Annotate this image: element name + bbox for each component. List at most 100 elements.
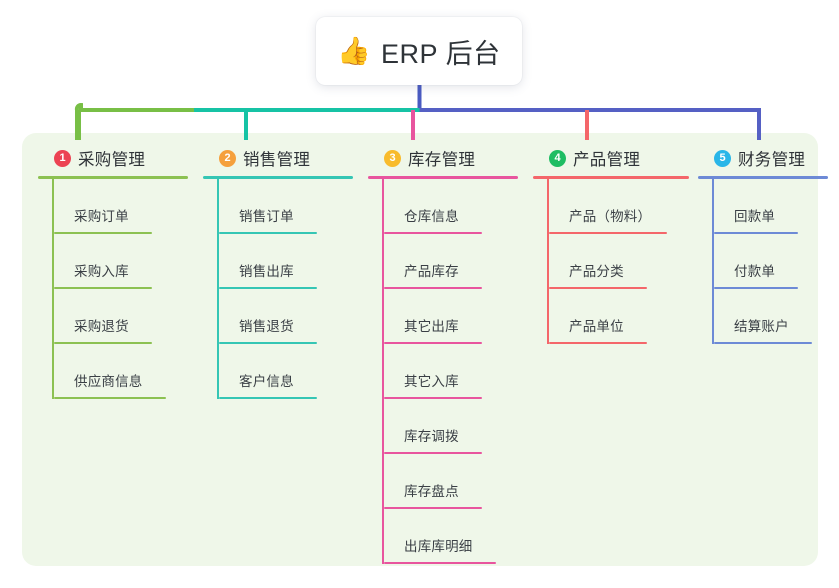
column-title-3: 库存管理 <box>408 151 476 169</box>
column-header-4[interactable]: 4 产品管理 <box>533 145 689 171</box>
column-spine-1 <box>52 179 54 399</box>
column-spine-2 <box>217 179 219 399</box>
menu-item[interactable]: 产品分类 <box>549 234 689 289</box>
column-2: 2 销售管理销售订单销售出库销售退货客户信息 <box>203 145 353 399</box>
menu-item-rule <box>54 232 152 234</box>
column-4: 4 产品管理产品（物料） 产品分类产品单位 <box>533 145 689 344</box>
menu-item[interactable]: 供应商信息 <box>54 344 188 399</box>
menu-item-label: 销售退货 <box>239 319 294 334</box>
menu-item-label: 客户信息 <box>239 374 294 389</box>
column-3: 3 库存管理仓库信息产品库存其它出库其它入库库存调拨库存盘点出库库明细 <box>368 145 518 564</box>
column-header-3[interactable]: 3 库存管理 <box>368 145 518 171</box>
column-spine-3 <box>382 179 384 564</box>
menu-item-rule <box>219 397 317 399</box>
menu-item[interactable]: 库存盘点 <box>384 454 518 509</box>
menu-item-rule <box>384 452 482 454</box>
menu-item-rule <box>219 232 317 234</box>
menu-item[interactable]: 产品（物料） <box>549 179 689 234</box>
menu-item-label: 出库库明细 <box>404 539 473 554</box>
menu-item-label: 采购订单 <box>74 209 129 224</box>
menu-item-rule <box>384 342 482 344</box>
menu-item-rule <box>549 342 647 344</box>
column-spine-5 <box>712 179 714 344</box>
menu-item[interactable]: 仓库信息 <box>384 179 518 234</box>
menu-item-label: 销售出库 <box>239 264 294 279</box>
column-header-5[interactable]: 5 财务管理 <box>698 145 828 171</box>
menu-item[interactable]: 付款单 <box>714 234 828 289</box>
menu-item[interactable]: 结算账户 <box>714 289 828 344</box>
root-title-card[interactable]: 👍 ERP 后台 <box>316 17 522 85</box>
menu-item[interactable]: 采购退货 <box>54 289 188 344</box>
menu-item-rule <box>54 287 152 289</box>
menu-item[interactable]: 出库库明细 <box>384 509 518 564</box>
menu-item-rule <box>54 342 152 344</box>
menu-item-label: 采购入库 <box>74 264 129 279</box>
menu-item-label: 仓库信息 <box>404 209 459 224</box>
column-rule-2 <box>203 176 353 179</box>
menu-item[interactable]: 销售出库 <box>219 234 353 289</box>
menu-item-rule <box>219 287 317 289</box>
menu-item[interactable]: 产品单位 <box>549 289 689 344</box>
menu-item-rule <box>384 232 482 234</box>
menu-item-rule <box>384 287 482 289</box>
page-title: ERP 后台 <box>381 38 501 69</box>
menu-item-rule <box>219 342 317 344</box>
menu-item-label: 供应商信息 <box>74 374 143 389</box>
diagram-board-background <box>22 133 818 566</box>
menu-item-label: 库存盘点 <box>404 484 459 499</box>
column-items-1: 采购订单采购入库采购退货供应商信息 <box>38 179 188 399</box>
menu-item-label: 采购退货 <box>74 319 129 334</box>
column-badge-4: 4 <box>549 149 566 167</box>
column-badge-5: 5 <box>714 149 731 167</box>
column-header-2[interactable]: 2 销售管理 <box>203 145 353 171</box>
thumbs-up-icon: 👍 <box>337 35 372 66</box>
menu-item-label: 销售订单 <box>239 209 294 224</box>
menu-item-label: 产品（物料） <box>569 209 652 224</box>
menu-item-rule <box>54 397 166 399</box>
column-rule-1 <box>38 176 188 179</box>
column-5: 5 财务管理回款单付款单结算账户 <box>698 145 828 344</box>
menu-item[interactable]: 客户信息 <box>219 344 353 399</box>
menu-item-rule <box>549 287 647 289</box>
menu-item-rule <box>549 232 667 234</box>
menu-item[interactable]: 库存调拨 <box>384 399 518 454</box>
column-badge-2: 2 <box>219 149 236 167</box>
column-title-2: 销售管理 <box>243 151 311 169</box>
column-title-5: 财务管理 <box>738 151 806 169</box>
column-title-4: 产品管理 <box>573 151 641 169</box>
column-rule-3 <box>368 176 518 179</box>
menu-item[interactable]: 回款单 <box>714 179 828 234</box>
menu-item-rule <box>714 287 798 289</box>
menu-item[interactable]: 销售退货 <box>219 289 353 344</box>
menu-item[interactable]: 产品库存 <box>384 234 518 289</box>
menu-item-label: 其它入库 <box>404 374 459 389</box>
menu-item-label: 结算账户 <box>734 319 789 334</box>
menu-item-label: 付款单 <box>734 264 776 279</box>
menu-item-rule <box>714 342 812 344</box>
column-spine-4 <box>547 179 549 344</box>
column-rule-4 <box>533 176 689 179</box>
menu-item-label: 产品库存 <box>404 264 459 279</box>
menu-item-rule <box>384 397 482 399</box>
menu-item-label: 产品单位 <box>569 319 624 334</box>
menu-item[interactable]: 其它入库 <box>384 344 518 399</box>
column-items-3: 仓库信息产品库存其它出库其它入库库存调拨库存盘点出库库明细 <box>368 179 518 564</box>
menu-item-rule <box>714 232 798 234</box>
column-rule-5 <box>698 176 828 179</box>
column-badge-3: 3 <box>384 149 401 167</box>
menu-item[interactable]: 采购订单 <box>54 179 188 234</box>
column-title-1: 采购管理 <box>78 151 146 169</box>
menu-item-rule <box>384 562 496 564</box>
menu-item-label: 其它出库 <box>404 319 459 334</box>
menu-item[interactable]: 采购入库 <box>54 234 188 289</box>
column-items-4: 产品（物料） 产品分类产品单位 <box>533 179 689 344</box>
menu-item-rule <box>384 507 482 509</box>
menu-item[interactable]: 其它出库 <box>384 289 518 344</box>
menu-item[interactable]: 销售订单 <box>219 179 353 234</box>
menu-item-label: 产品分类 <box>569 264 624 279</box>
column-items-2: 销售订单销售出库销售退货客户信息 <box>203 179 353 399</box>
column-items-5: 回款单付款单结算账户 <box>698 179 828 344</box>
